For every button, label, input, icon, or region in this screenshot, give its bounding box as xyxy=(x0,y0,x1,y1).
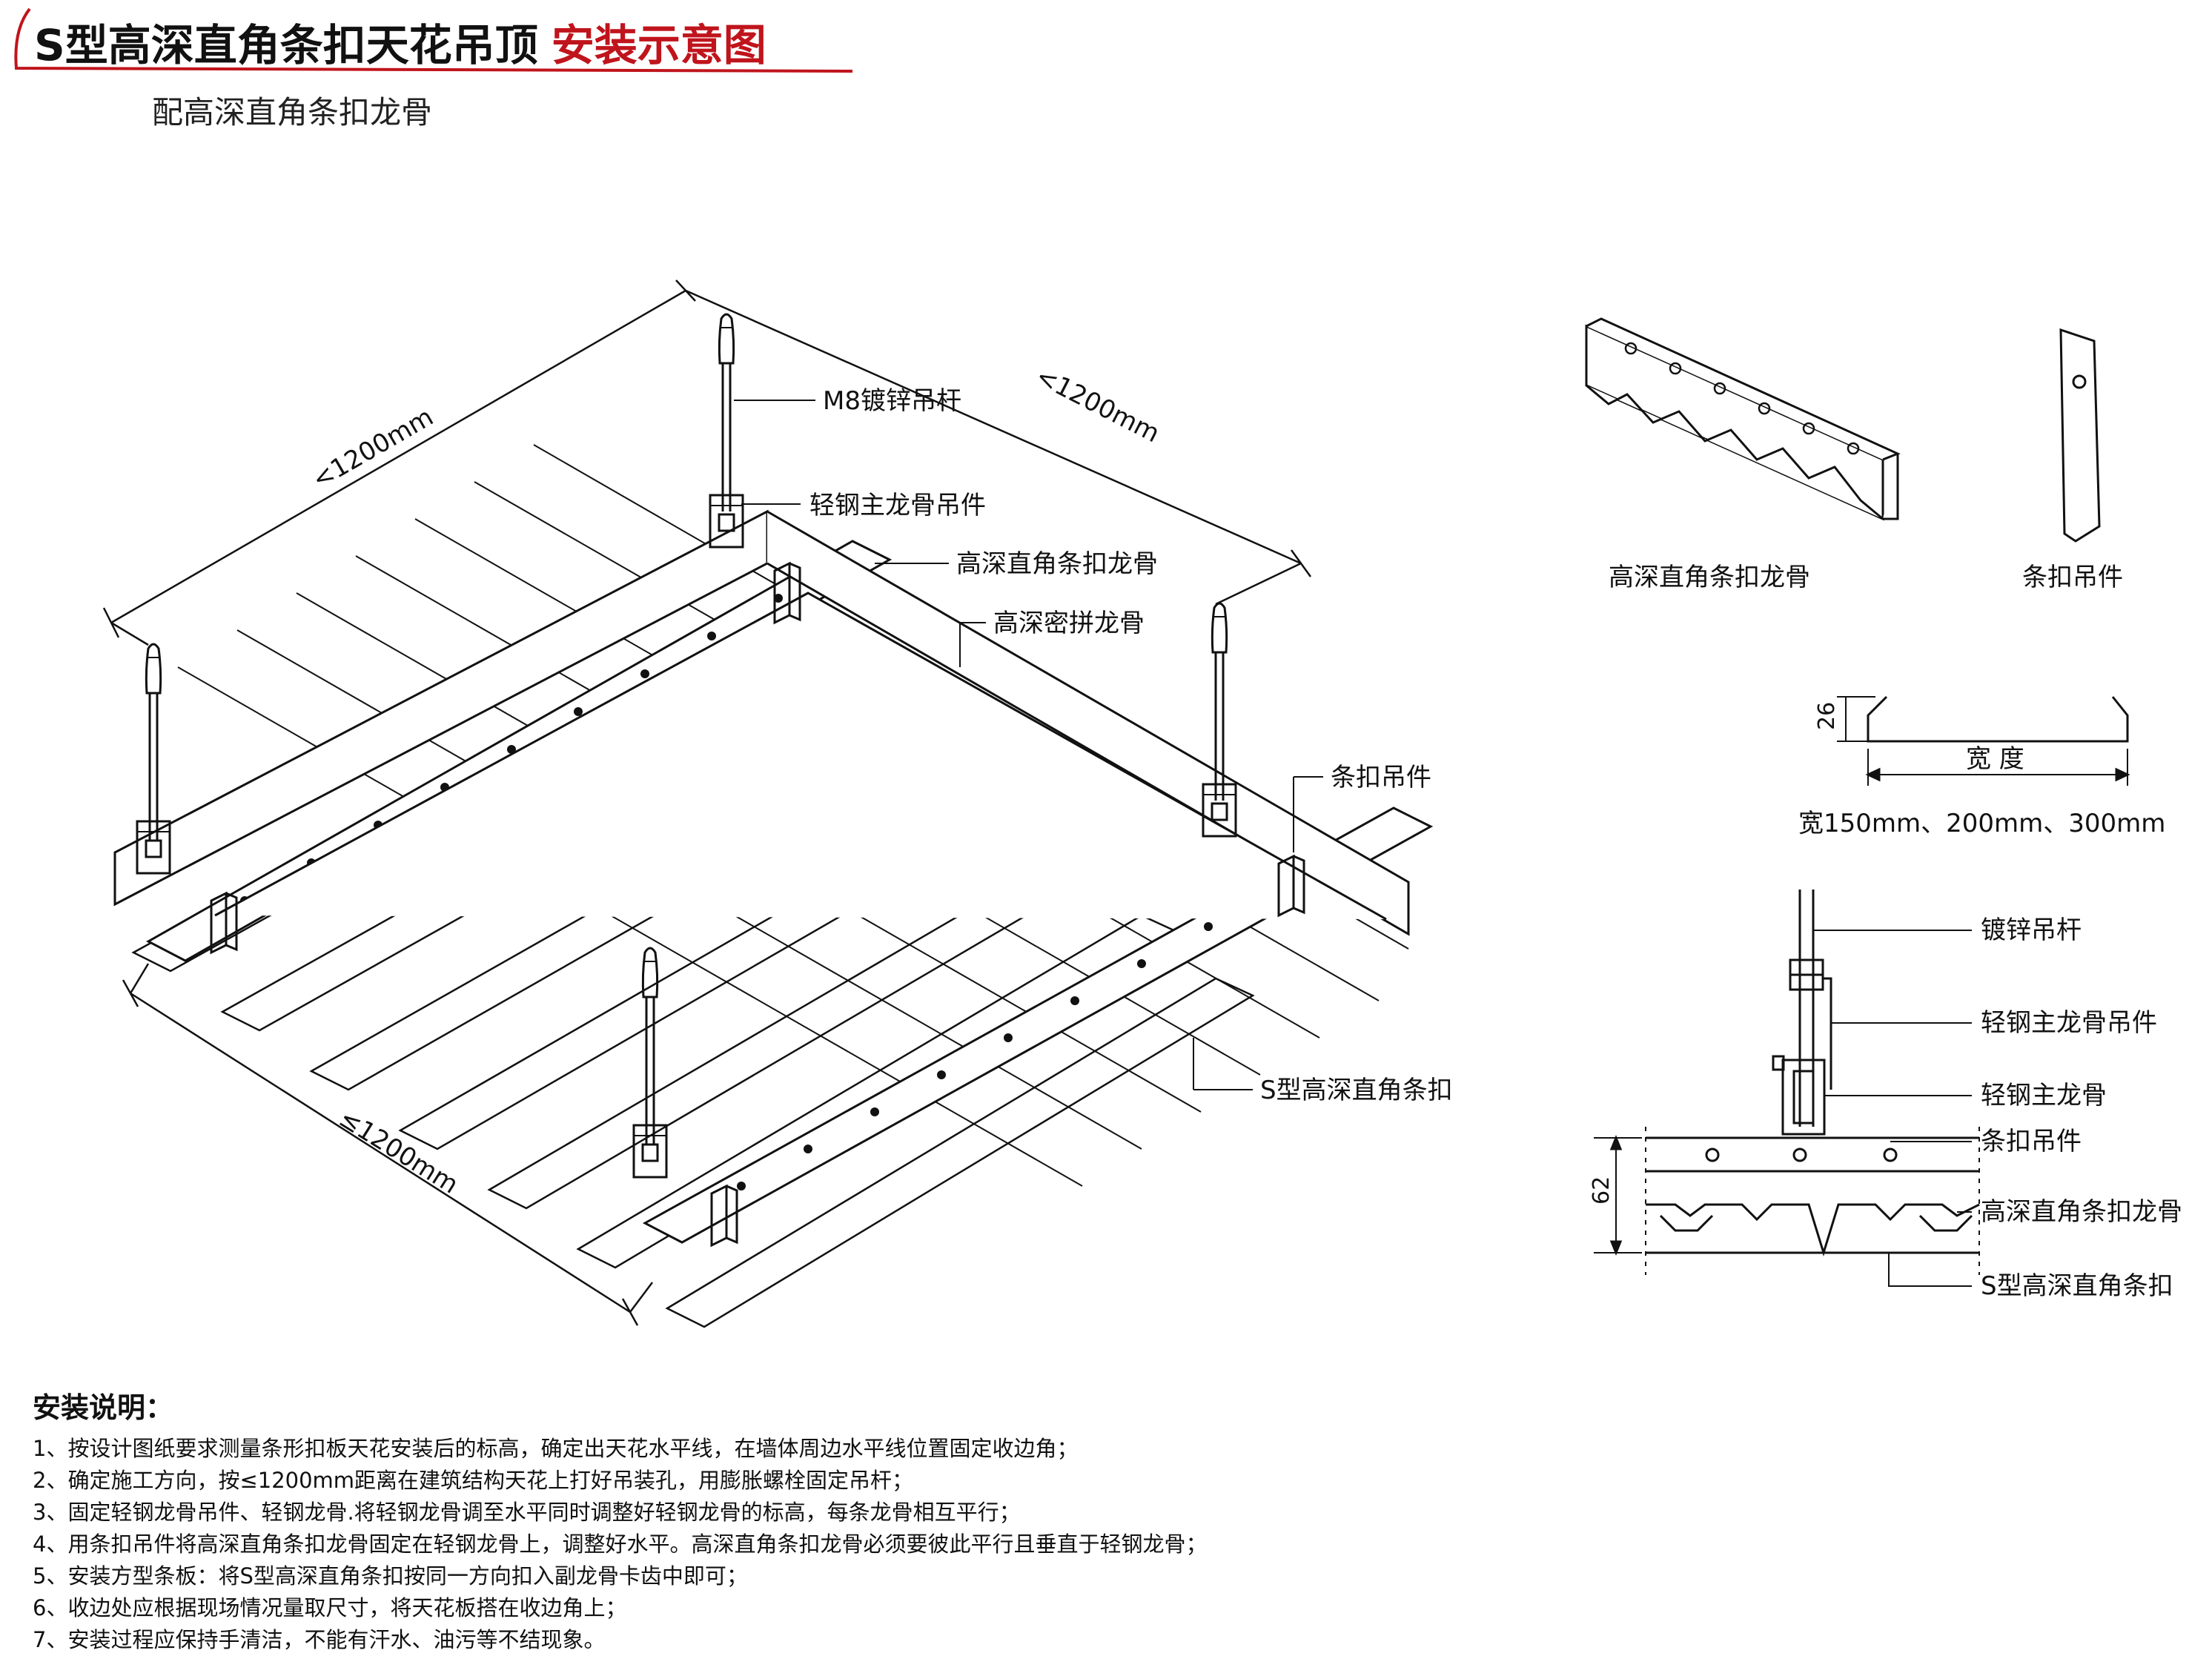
installation-notes: 安装说明： 1、按设计图纸要求测量条形扣板天花安装后的标高，确定出天花水平线，在… xyxy=(33,1385,2182,1656)
part-strip-hanger xyxy=(2059,328,2101,543)
label-main-hanger: 轻钢主龙骨吊件 xyxy=(809,491,986,520)
section-label-keel: 高深直角条扣龙骨 xyxy=(1981,1197,2182,1227)
label-m8-rod: M8镀锌吊杆 xyxy=(823,386,961,416)
rod-front xyxy=(641,947,659,1147)
part-keel xyxy=(1585,317,1901,521)
label-s-panel: S型高深直角条扣 xyxy=(1260,1076,1453,1105)
title-main-text: S型高深直角条扣天花吊顶 xyxy=(34,20,538,70)
main-keels xyxy=(113,509,1410,936)
caption-keel: 高深直角条扣龙骨 xyxy=(1609,563,1810,592)
section-height: 62 xyxy=(1589,1176,1615,1205)
notes-title: 安装说明： xyxy=(33,1391,174,1424)
note-item: 4、用条扣吊件将高深直角条扣龙骨固定在轻钢龙骨上，调整好水平。高深直角条扣龙骨必… xyxy=(33,1531,1208,1557)
section-label-main-hanger: 轻钢主龙骨吊件 xyxy=(1981,1008,2157,1038)
section-leaders xyxy=(1813,930,1972,1287)
note-item: 3、固定轻钢龙骨吊件、轻钢龙骨.将轻钢龙骨调至水平同时调整好轻钢龙骨的标高，每条… xyxy=(33,1500,1021,1525)
section-label-rod: 镀锌吊杆 xyxy=(1981,915,2082,945)
page-subtitle: 配高深直角条扣龙骨 xyxy=(152,94,433,130)
profile-widths: 宽150mm、200mm、300mm xyxy=(1798,809,2165,838)
isometric-assembly: <1200mm <1200mm ≤1200mm xyxy=(102,279,1453,1328)
dim-lines-back xyxy=(102,279,1312,646)
rod-left xyxy=(145,643,162,843)
header: S型高深直角条扣天花吊顶安装示意图 xyxy=(0,0,890,89)
label-dense-keel: 高深密拼龙骨 xyxy=(993,609,1145,638)
profile-width-label: 宽 度 xyxy=(1966,744,2024,774)
section-label-main-keel: 轻钢主龙骨 xyxy=(1981,1081,2107,1110)
title-underline xyxy=(14,7,853,73)
dim-back-left: <1200mm xyxy=(308,403,439,495)
profile-height: 26 xyxy=(1814,702,1840,730)
profile-drawing xyxy=(1837,695,2130,786)
label-keel: 高深直角条扣龙骨 xyxy=(956,549,1158,579)
rod-back xyxy=(718,313,735,513)
part-keel-holes xyxy=(1624,342,1860,455)
section-drawing xyxy=(1594,890,1980,1275)
installation-diagram: <1200mm <1200mm ≤1200mm xyxy=(102,279,2182,1328)
caption-strip-hanger: 条扣吊件 xyxy=(2022,563,2123,592)
title-accent-text: 安装示意图 xyxy=(551,20,766,70)
dim-back-right: <1200mm xyxy=(1031,361,1165,448)
note-item: 7、安装过程应保持手清洁，不能有汗水、油污等不结现象。 xyxy=(33,1627,606,1652)
leader-lines xyxy=(734,400,1323,1090)
note-item: 1、按设计图纸要求测量条形扣板天花安装后的标高，确定出天花水平线，在墙体周边水平… xyxy=(33,1436,1079,1461)
dim-line-front xyxy=(122,963,653,1326)
main-hanger-front xyxy=(632,1124,668,1179)
page-title: S型高深直角条扣天花吊顶安装示意图 xyxy=(34,10,766,73)
note-item: 5、安装方型条板：将S型高深直角条扣按同一方向扣入副龙骨卡齿中即可； xyxy=(33,1563,748,1589)
label-strip-hanger: 条扣吊件 xyxy=(1331,763,1431,792)
note-item: 2、确定施工方向，按≤1200mm距离在建筑结构天花上打好吊装孔，用膨胀螺栓固定… xyxy=(33,1468,914,1493)
section-label-panel: S型高深直角条扣 xyxy=(1981,1271,2173,1301)
note-item: 6、收边处应根据现场情况量取尺寸，将天花板搭在收边角上； xyxy=(33,1595,627,1620)
section-label-strip-hanger: 条扣吊件 xyxy=(1981,1127,2082,1156)
dim-front: ≤1200mm xyxy=(334,1104,463,1200)
